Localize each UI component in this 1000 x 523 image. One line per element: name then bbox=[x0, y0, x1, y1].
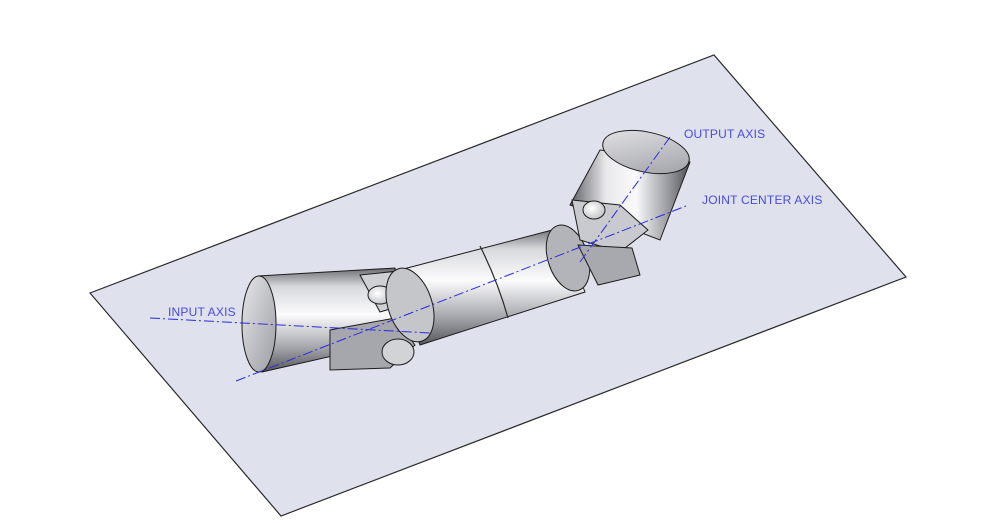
output-axis-label: OUTPUT AXIS bbox=[684, 127, 765, 141]
output-yoke-cylinder-icon bbox=[569, 129, 691, 286]
input-axis-line bbox=[149, 317, 431, 334]
input-axis-label: INPUT AXIS bbox=[168, 305, 236, 319]
axis-lines bbox=[149, 136, 687, 382]
input-cross-pin-icon bbox=[381, 338, 415, 366]
joint-center-axis-label: JOINT CENTER AXIS bbox=[702, 193, 823, 207]
joint-center-axis-line bbox=[235, 205, 687, 382]
output-axis-line bbox=[579, 136, 671, 263]
center-shaft bbox=[385, 224, 591, 346]
output-pin-hole-icon bbox=[582, 200, 606, 220]
